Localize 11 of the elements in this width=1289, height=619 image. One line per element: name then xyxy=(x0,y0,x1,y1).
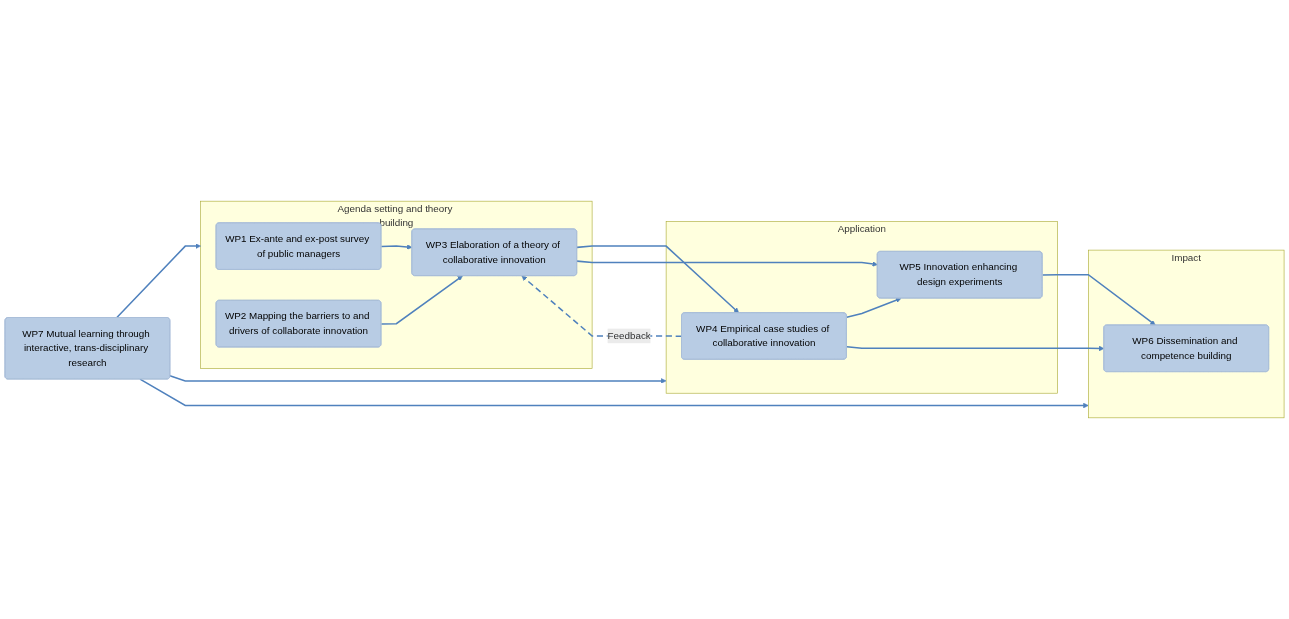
arrow xyxy=(380,275,463,325)
arrow xyxy=(576,260,878,267)
arrow xyxy=(380,244,413,250)
arrow xyxy=(169,375,667,384)
arrow xyxy=(1041,273,1156,326)
arrow xyxy=(576,245,740,314)
arrow xyxy=(846,345,1105,352)
arrow xyxy=(139,378,1089,409)
edge-label: Feedback xyxy=(607,330,651,341)
arrow xyxy=(846,297,902,319)
arrow xyxy=(116,243,201,319)
